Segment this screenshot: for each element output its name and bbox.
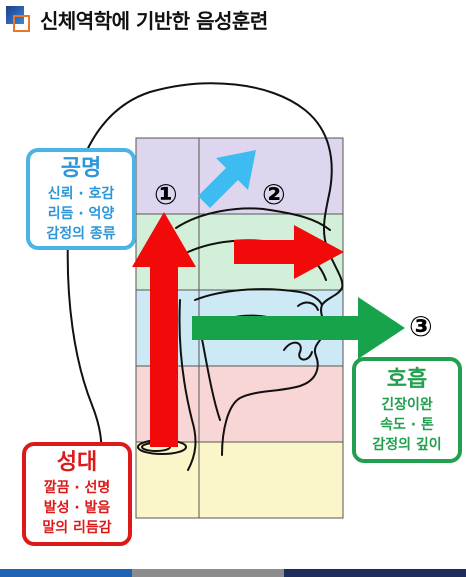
footer-strip-gray — [132, 569, 284, 577]
resonance-line-3: 감정의 종류 — [46, 226, 116, 242]
breathing-line-3: 감정의 깊이 — [372, 437, 442, 453]
breathing-line-1: 긴장이완 — [381, 397, 433, 413]
page-title: 신체역학에 기반한 음성훈련 — [40, 8, 268, 33]
band-yellow — [136, 442, 343, 518]
marker-two: ② — [262, 178, 286, 211]
resonance-line-2: 리듬 · 억양 — [47, 206, 115, 222]
vocal-cords-heading: 성대 — [56, 450, 98, 475]
breathing-line-2: 속도 · 톤 — [380, 417, 434, 433]
vocal-cords-box: 성대 깔끔 · 선명 발성 · 발음 말의 리듬감 — [22, 442, 132, 546]
title-square-icon — [6, 6, 32, 32]
diagonal-arrow-icon — [198, 150, 256, 208]
vocal-cords-line-1: 깔끔 · 선명 — [43, 480, 111, 496]
resonance-heading: 공명 — [60, 156, 102, 181]
marker-three: ③ — [409, 310, 433, 343]
vocal-cords-line-3: 말의 리듬감 — [42, 520, 112, 536]
head-profile-icon — [66, 82, 344, 471]
marker-one: ① — [154, 178, 178, 211]
breathing-heading: 호흡 — [386, 367, 428, 392]
footer-strip — [0, 569, 466, 577]
breathing-box: 호흡 긴장이완 속도 · 톤 감정의 깊이 — [352, 357, 462, 463]
footer-strip-blue — [0, 569, 132, 577]
resonance-box: 공명 신뢰 · 호감 리듬 · 억양 감정의 종류 — [26, 148, 136, 250]
title-bar: 신체역학에 기반한 음성훈련 — [6, 4, 268, 34]
resonance-line-1: 신뢰 · 호감 — [47, 186, 115, 202]
up-arrow-icon — [132, 212, 196, 447]
vocal-cords-line-2: 발성 · 발음 — [43, 500, 111, 516]
footer-strip-navy — [284, 569, 466, 577]
right-arrow-icon — [234, 225, 344, 279]
breath-arrow-icon — [192, 297, 405, 359]
